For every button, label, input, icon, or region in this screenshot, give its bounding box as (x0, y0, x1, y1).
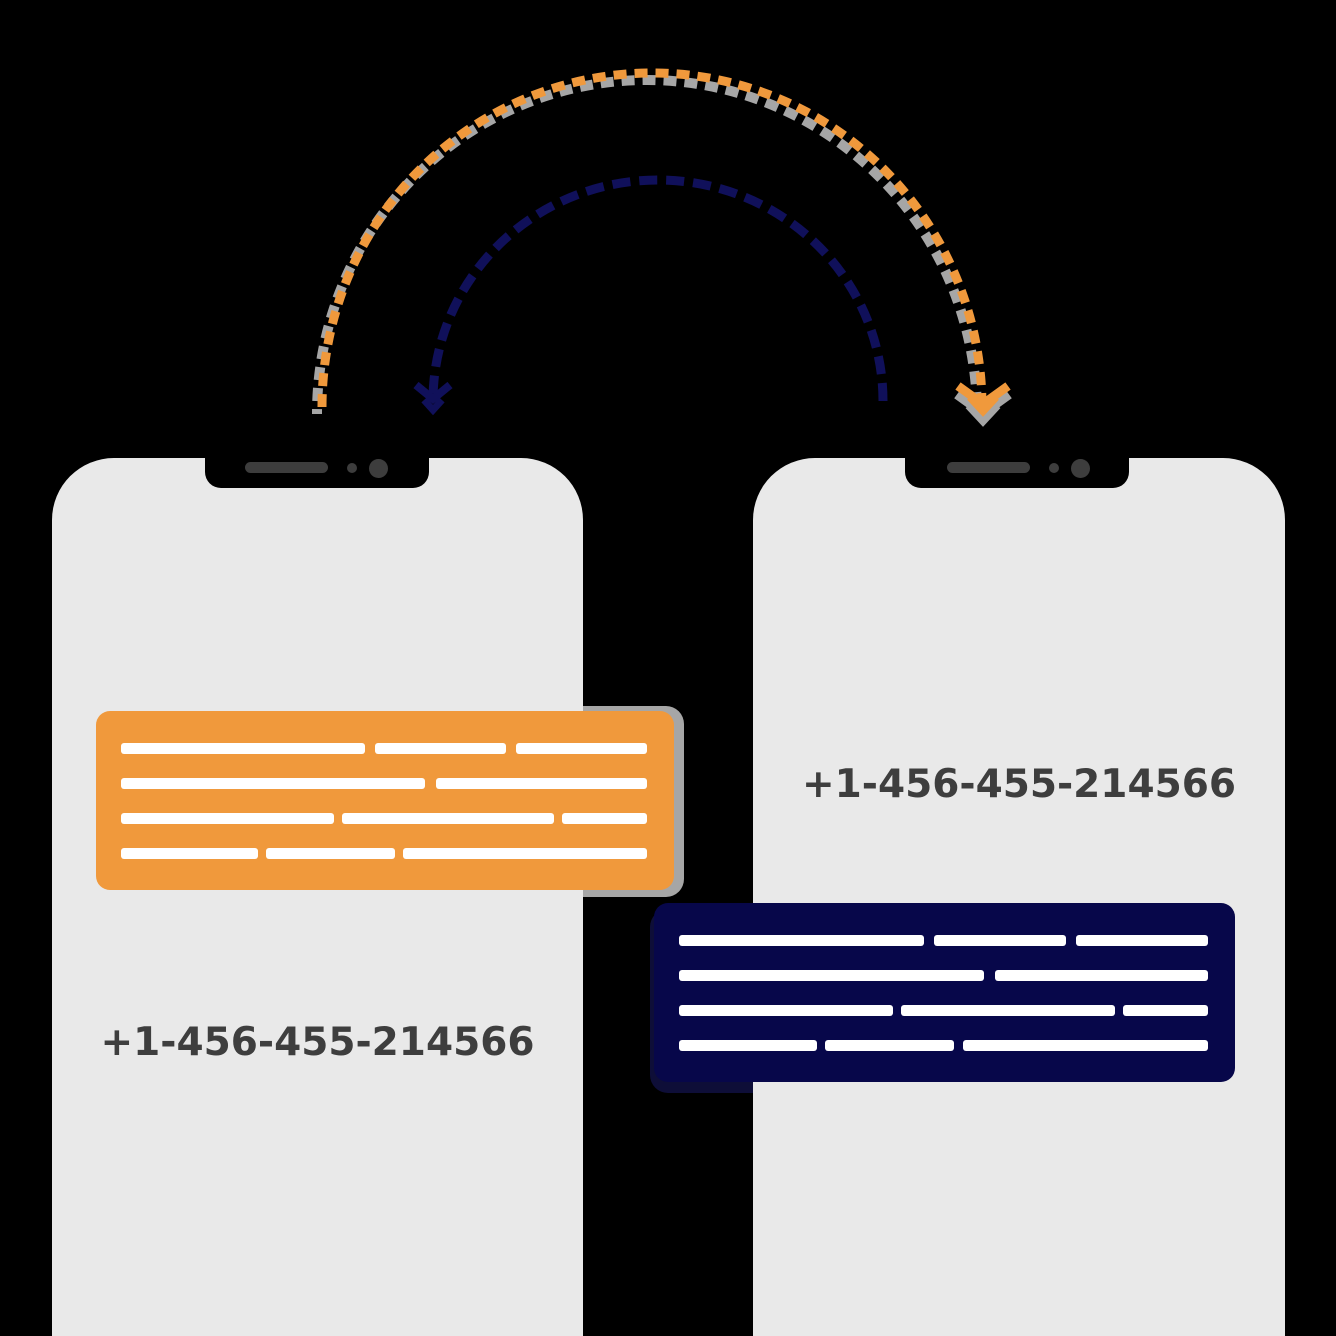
speaker-grille-icon (245, 462, 328, 473)
skeleton-text-line (963, 1039, 1208, 1051)
speaker-grille-icon (947, 462, 1030, 473)
skeleton-text-line (679, 1004, 893, 1016)
orange-message-bubble (96, 711, 674, 890)
skeleton-text-line (562, 812, 647, 824)
skeleton-text-line (516, 742, 647, 754)
right-phone-number: +1-456-455-214566 (801, 762, 1236, 807)
navy-message-bubble (654, 903, 1235, 1082)
navy-arrowhead-icon (413, 381, 453, 416)
skeleton-text-line (900, 1004, 1115, 1016)
skeleton-text-row (679, 934, 1208, 946)
skeleton-text-line (679, 934, 924, 946)
front-camera-icon (369, 459, 388, 478)
skeleton-text-row (679, 1039, 1208, 1051)
skeleton-text-line (341, 812, 555, 824)
skeleton-text-line (403, 847, 647, 859)
skeleton-text-line (825, 1039, 955, 1051)
skeleton-text-row (679, 1004, 1208, 1016)
skeleton-text-line (679, 1039, 817, 1051)
skeleton-text-line (121, 777, 425, 789)
skeleton-text-line (934, 934, 1066, 946)
skeleton-text-line (1122, 1004, 1208, 1016)
sensor-dot-icon (1049, 463, 1059, 473)
right-phone (753, 458, 1285, 1336)
skeleton-text-line (121, 742, 365, 754)
skeleton-text-row (121, 812, 647, 824)
skeleton-text-line (121, 847, 258, 859)
front-camera-icon (1071, 459, 1090, 478)
skeleton-text-line (679, 969, 985, 981)
skeleton-text-row (121, 847, 647, 859)
skeleton-text-line (1076, 934, 1208, 946)
skeleton-text-row (121, 742, 647, 754)
skeleton-text-line (121, 812, 334, 824)
skeleton-text-row (121, 777, 647, 789)
left-phone (52, 458, 583, 1336)
left-phone-number: +1-456-455-214566 (100, 1020, 535, 1065)
sensor-dot-icon (347, 463, 357, 473)
skeleton-text-line (995, 969, 1208, 981)
orange-arrowhead-icon (955, 382, 1011, 417)
skeleton-text-row (679, 969, 1208, 981)
skeleton-text-line (374, 742, 506, 754)
skeleton-text-line (266, 847, 395, 859)
skeleton-text-line (435, 777, 647, 789)
navy-arc (428, 175, 888, 402)
